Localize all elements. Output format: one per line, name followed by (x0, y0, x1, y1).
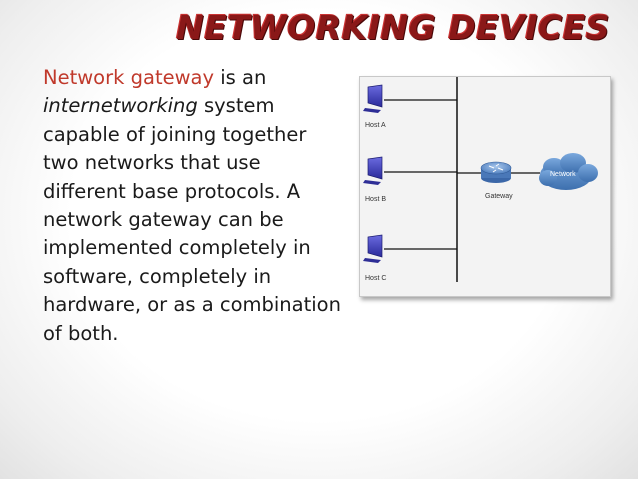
italic-internetworking: internetworking (43, 94, 198, 118)
host-a-computer-icon (363, 84, 383, 113)
gateway-router-icon (480, 161, 512, 183)
body-paragraph: Network gateway is an internetworking sy… (43, 64, 343, 348)
term-network-gateway: Network gateway (43, 66, 215, 89)
host-c-computer-icon (363, 234, 383, 263)
text-part-1: is an (214, 66, 267, 89)
network-cloud-icon (539, 153, 598, 190)
gateway-label: Gateway (485, 193, 513, 200)
host-b-computer-icon (363, 156, 383, 185)
slide-title: NETWORKING DEVICES (176, 8, 610, 47)
network-label: Network (550, 171, 576, 178)
host-b-label: Host B (365, 196, 386, 203)
host-a-label: Host A (365, 122, 386, 129)
text-part-2: system capable of joining together two n… (43, 94, 341, 345)
host-c-label: Host C (365, 275, 386, 282)
network-diagram: Host A Host B Host C Gateway (359, 76, 611, 297)
diagram-canvas: Host A Host B Host C Gateway (363, 77, 598, 282)
